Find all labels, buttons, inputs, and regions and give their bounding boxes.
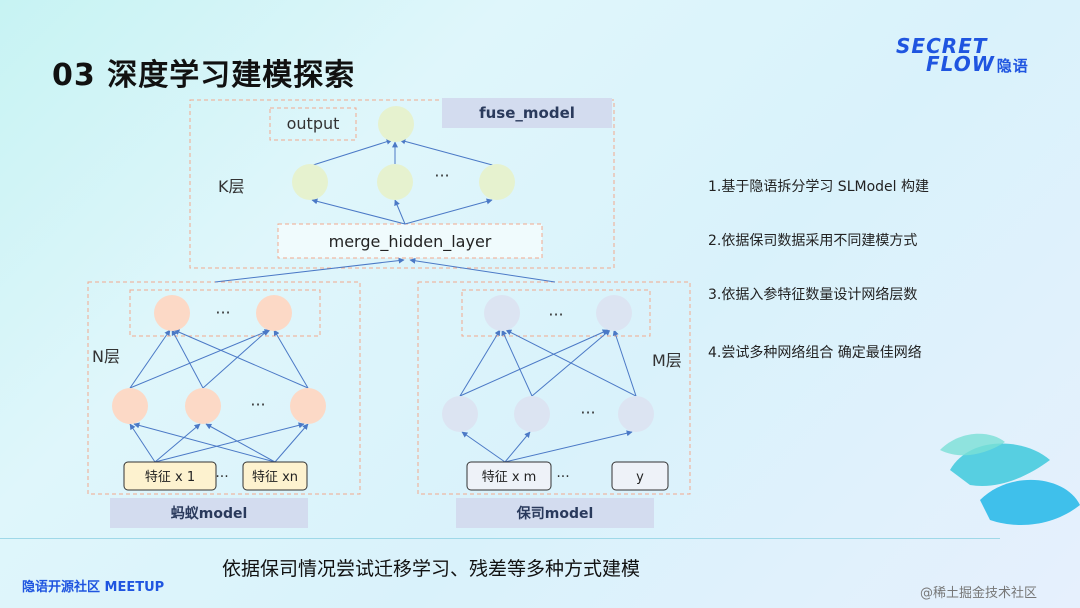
logo-line1: SECRET: [896, 34, 988, 58]
logo-cn: 隐语: [996, 57, 1029, 75]
ant-label-box: [110, 498, 308, 528]
n-top-node-1: [154, 295, 190, 331]
bank-top-box: [461, 289, 651, 337]
m-top-node-2: [596, 295, 632, 331]
ant-box: [87, 281, 361, 495]
k-node-1: [292, 164, 328, 200]
bank-feature-ellipsis: ···: [556, 469, 569, 485]
m-layer-edges: [459, 329, 637, 463]
m-ellipsis: ···: [580, 403, 595, 422]
fuse-label-box: [442, 98, 612, 128]
note-2: 2.依据保司数据采用不同建模方式: [708, 233, 918, 249]
output-box: [269, 107, 357, 141]
output-node: [378, 106, 414, 142]
decorative-leaves: [940, 433, 1080, 525]
m-node-3: [618, 396, 654, 432]
merge-label: merge_hidden_layer: [329, 232, 492, 252]
feature-x1-box: [123, 461, 217, 491]
footer-divider: [0, 538, 1000, 539]
k-node-2: [377, 164, 413, 200]
n-node-2: [185, 388, 221, 424]
n-layer-label: N层: [92, 347, 120, 366]
note-4: 4.尝试多种网络组合 确定最佳网络: [708, 345, 922, 361]
k-layer-edges: [214, 138, 556, 283]
feature-xm: 特征 x m: [482, 470, 537, 485]
fuse-model-box: [189, 99, 615, 269]
feature-ellipsis: ···: [215, 469, 228, 485]
feature-xn-box: [242, 461, 308, 491]
note-3: 3.依据入参特征数量设计网络层数: [708, 287, 918, 303]
ant-top-box: [129, 289, 321, 337]
footer-text: 依据保司情况尝试迁移学习、残差等多种方式建模: [222, 558, 641, 580]
brand-label: 隐语开源社区 MEETUP: [22, 580, 165, 595]
k-node-3: [479, 164, 515, 200]
feature-x1: 特征 x 1: [145, 470, 195, 485]
n-node-1: [112, 388, 148, 424]
n-ellipsis: ···: [250, 395, 265, 414]
slide-title: 03 深度学习建模探索: [52, 58, 356, 93]
m-node-1: [442, 396, 478, 432]
m-top-node-1: [484, 295, 520, 331]
m-node-2: [514, 396, 550, 432]
n-top-ellipsis: ···: [215, 303, 230, 322]
y-box: [611, 461, 669, 491]
ant-model-label: 蚂蚁model: [171, 505, 248, 522]
feature-xn: 特征 xn: [252, 470, 298, 485]
k-ellipsis: ···: [434, 166, 449, 185]
fuse-label: fuse_model: [479, 104, 575, 122]
output-label: output: [287, 114, 340, 133]
n-top-node-2: [256, 295, 292, 331]
logo-flow: FLOW: [926, 52, 995, 76]
bank-label-box: [456, 498, 654, 528]
note-1: 1.基于隐语拆分学习 SLModel 构建: [708, 179, 929, 195]
n-layer-edges: [129, 329, 309, 463]
y-label: y: [636, 470, 644, 485]
m-layer-label: M层: [652, 351, 682, 370]
bank-model-label: 保司model: [516, 505, 594, 522]
m-top-ellipsis: ···: [548, 305, 563, 324]
feature-xm-box: [466, 461, 552, 491]
watermark: @稀土掘金技术社区: [920, 586, 1038, 601]
n-node-3: [290, 388, 326, 424]
k-layer-label: K层: [218, 177, 245, 196]
